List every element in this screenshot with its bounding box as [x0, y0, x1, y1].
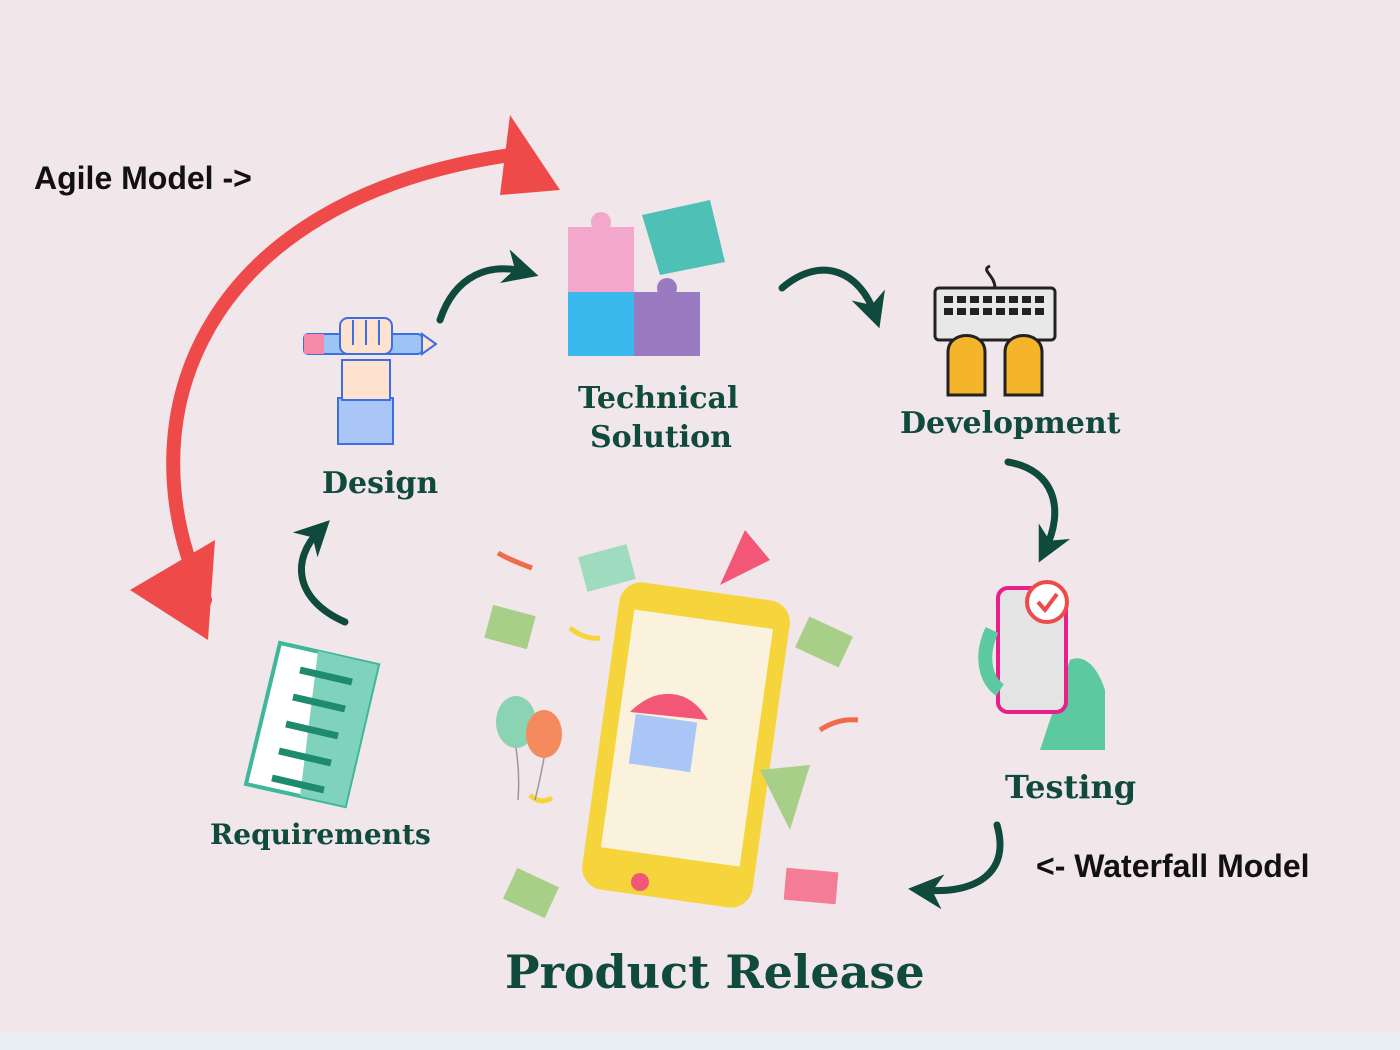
party-popper-icon: [720, 530, 810, 830]
flow-arrow-technical-to-development: [778, 266, 885, 329]
phone-test-icon: [978, 580, 1105, 750]
development-label: Development: [900, 406, 1121, 441]
technical-solution-label-line2: Solution: [590, 420, 732, 455]
keyboard-hands-icon: [933, 264, 1057, 397]
puzzle-icon: [568, 200, 725, 356]
waterfall-model-label: <- Waterfall Model: [1036, 848, 1310, 884]
confetti-icon: [484, 544, 859, 919]
flow-arrow-development-to-testing: [1004, 458, 1071, 563]
agile-model-label: Agile Model ->: [34, 160, 252, 196]
bottom-strip: [0, 1032, 1400, 1050]
flow-arrow-design-to-technical: [436, 249, 539, 324]
product-release-label: Product Release: [505, 945, 925, 999]
technical-solution-label-line1: Technical: [578, 381, 739, 416]
balloons-icon: [496, 696, 562, 801]
flow-arrow-requirements-to-design: [292, 520, 349, 626]
checklist-icon: [243, 640, 381, 809]
product-release-phone-icon: [582, 582, 790, 908]
agile-cycle-arrow: [130, 115, 560, 640]
testing-label: Testing: [1005, 768, 1137, 806]
design-pencil-hand-icon: [303, 317, 438, 445]
requirements-label: Requirements: [210, 818, 431, 851]
flow-arrow-testing-to-release: [908, 821, 1004, 910]
design-label: Design: [322, 466, 439, 501]
